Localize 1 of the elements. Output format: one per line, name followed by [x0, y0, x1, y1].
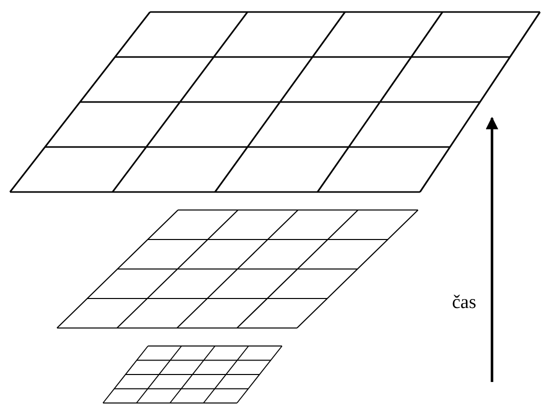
axis-label: čas — [452, 292, 476, 314]
